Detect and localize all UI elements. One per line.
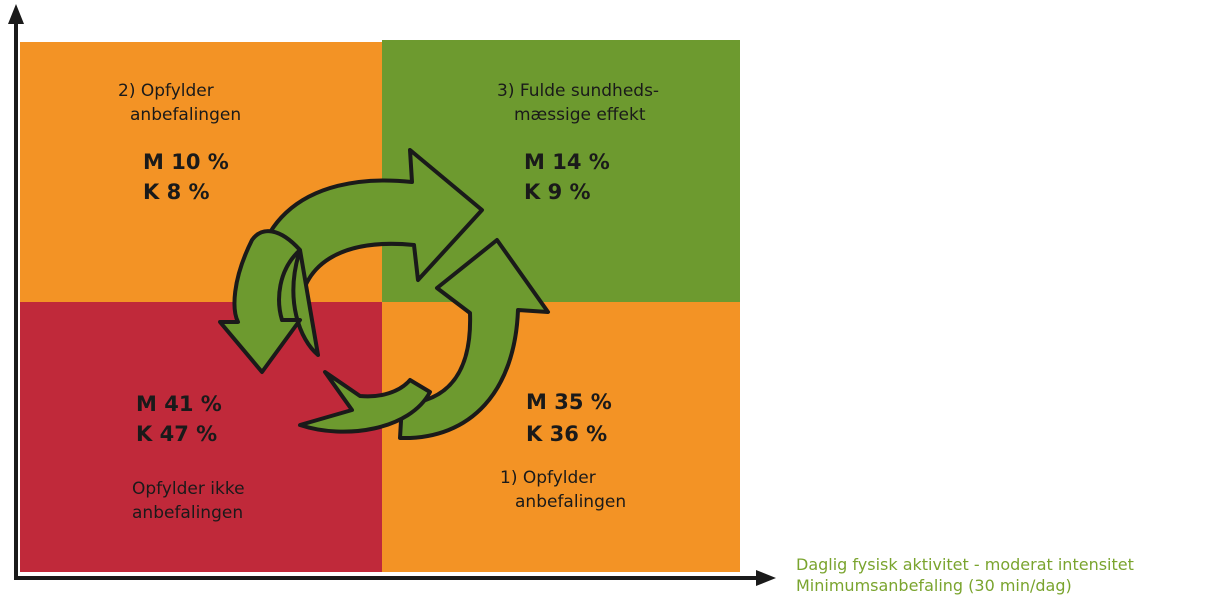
top-left-stat-k: K 8 % — [143, 180, 210, 204]
quadrant-bottom-left — [20, 302, 382, 572]
cycle-arrow-left — [218, 229, 320, 374]
cycle-arrow-bottom — [298, 370, 432, 434]
top-right-stat-m: M 14 % — [524, 150, 610, 174]
top-right-label-line2: mæssige effekt — [514, 105, 646, 125]
bottom-right-label-line2: anbefalingen — [515, 492, 627, 512]
bottom-right-label-line1: 1) Opfylder — [500, 468, 596, 488]
x-axis-caption-line1: Daglig fysisk aktivitet - moderat intens… — [796, 555, 1134, 574]
bottom-left-label-line1: Opfylder ikke — [132, 479, 245, 499]
bottom-left-label-line2: anbefalingen — [132, 503, 244, 523]
top-right-stat-k: K 9 % — [524, 180, 591, 204]
y-axis-arrowhead — [8, 4, 24, 24]
top-left-label-line2: anbefalingen — [130, 105, 242, 125]
bottom-right-stat-k: K 36 % — [526, 422, 608, 446]
quadrant-bottom-right — [382, 302, 740, 572]
bottom-right-stat-m: M 35 % — [526, 390, 612, 414]
bottom-left-stat-k: K 47 % — [136, 422, 218, 446]
x-axis-caption-line2: Minimumsanbefaling (30 min/dag) — [796, 576, 1072, 595]
top-left-label-line1: 2) Opfylder — [118, 81, 214, 101]
cycle-arrow-right — [398, 238, 550, 441]
quadrant-top-right — [382, 40, 740, 302]
bottom-left-stat-m: M 41 % — [136, 392, 222, 416]
x-axis-arrowhead — [756, 570, 776, 586]
top-left-stat-m: M 10 % — [143, 150, 229, 174]
top-right-label-line1: 3) Fulde sundheds- — [497, 81, 660, 101]
